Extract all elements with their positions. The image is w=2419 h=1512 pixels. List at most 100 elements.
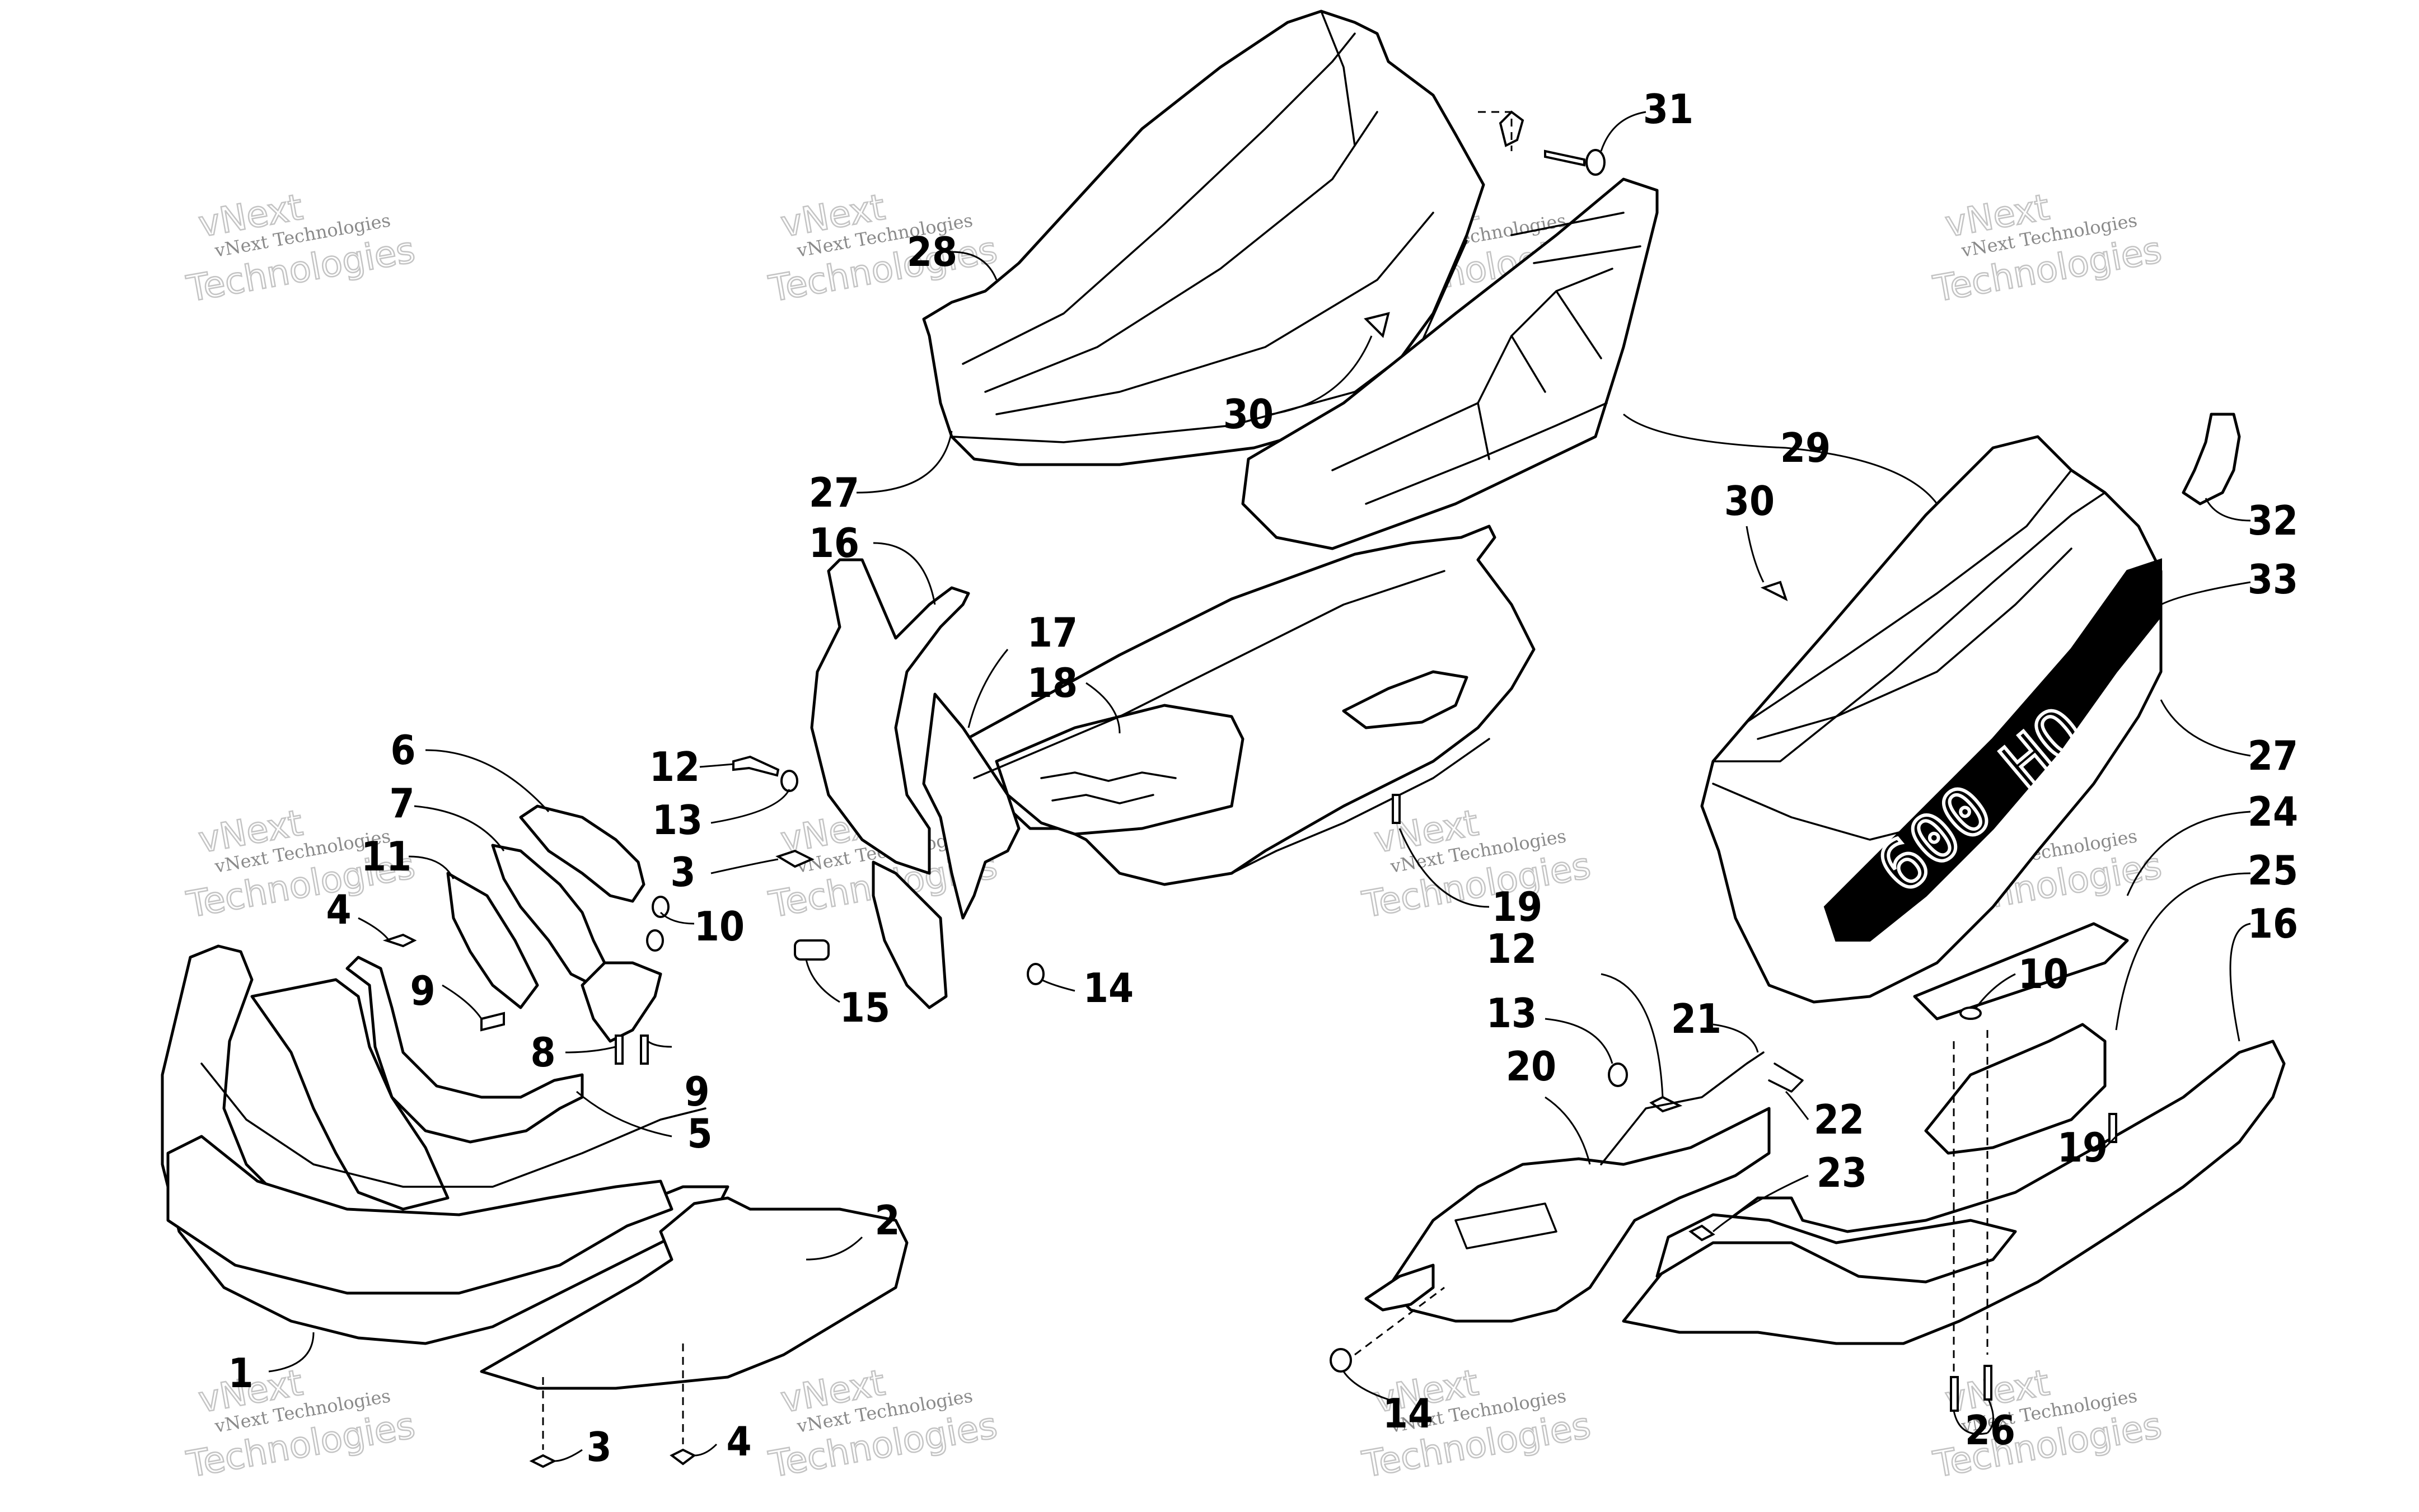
- callout-19-center: 19: [1492, 883, 1542, 930]
- leader-14-upper: [1041, 979, 1075, 992]
- leader-18: [1085, 682, 1121, 734]
- center-belly-assembly: [810, 525, 1536, 1009]
- rivet-9-a: [480, 1012, 505, 1032]
- top-hardware: [1364, 110, 1606, 338]
- leader-19-center: [1398, 828, 1490, 908]
- leader-15: [805, 959, 840, 1003]
- watermark: vNext vNext Technologies Technologies: [765, 1361, 1001, 1486]
- leader-28: [951, 251, 998, 280]
- leader-4-upper: [358, 917, 390, 941]
- hood-inner-line: [1757, 547, 2072, 740]
- clip-15: [794, 939, 830, 961]
- watermark: vNext vNext Technologies Technologies: [765, 186, 1001, 311]
- seat-pad: [1241, 177, 1659, 550]
- leader-29: [1623, 413, 1938, 504]
- callout-25: 25: [2248, 847, 2298, 894]
- callout-26: 26: [1965, 1407, 2015, 1454]
- panel-18: [995, 704, 1244, 836]
- side-panel-16: [810, 558, 970, 875]
- callout-13-upper: 13: [652, 797, 703, 844]
- leader-19-right: [2104, 1135, 2117, 1149]
- leader-2: [806, 1236, 863, 1261]
- callout-4-lower: 4: [726, 1418, 751, 1465]
- leader-9-a: [442, 984, 483, 1019]
- nut-14-upper: [1027, 963, 1045, 985]
- leader-6: [425, 749, 550, 813]
- left-hardware: [382, 896, 696, 1468]
- callout-14-lower: 14: [1383, 1390, 1433, 1437]
- bracket-24: [1913, 922, 2129, 1021]
- upper-shroud-ridge: [984, 111, 1378, 393]
- washer-13-upper: [780, 770, 798, 792]
- side-panel-20-label: [1454, 1202, 1557, 1249]
- callout-3-upper: 3: [670, 849, 695, 896]
- upper-shroud-ridge: [962, 32, 1356, 365]
- handle-32: [2182, 413, 2241, 505]
- center-hardware: [732, 755, 1401, 985]
- panel-15-bracket: [872, 860, 948, 1009]
- heat-shield-25: [1924, 1023, 2107, 1155]
- leader-4-lower: [694, 1443, 718, 1457]
- callout-12-upper: 12: [649, 743, 700, 790]
- bracket-31: [1499, 110, 1524, 147]
- upper-shroud: [922, 10, 1485, 466]
- hood-hardware: [1760, 413, 2241, 1021]
- leader-20: [1545, 1096, 1591, 1165]
- screw-31: [1544, 149, 1585, 167]
- hood-decal-33: [1823, 558, 2162, 942]
- washer-10-b: [646, 929, 664, 952]
- screw-3-upper: [775, 849, 815, 868]
- callout-9-b: 9: [684, 1068, 709, 1115]
- leader-16-right: [2229, 923, 2251, 1042]
- callout-32: 32: [2248, 497, 2298, 544]
- watermark: vNext vNext Technologies Technologies: [1930, 1361, 2165, 1486]
- callout-labels: 1 2 3 3 4 4 5 6 7 8 9 9 10 10 11 12 12 1…: [228, 86, 2298, 1471]
- air-duct: [1342, 670, 1468, 729]
- clip-30-upper: [1364, 312, 1390, 338]
- bracket-front-right: [1364, 1263, 1435, 1312]
- nut-14-lower: [1330, 1348, 1352, 1373]
- leader-12-upper: [699, 763, 734, 768]
- callout-18: 18: [1027, 659, 1078, 706]
- hood-assembly: 600 HO: [1700, 435, 2163, 1004]
- belly-pan-16-right: [1622, 1040, 2286, 1345]
- leader-9-b: [647, 1040, 672, 1048]
- leader-33: [2160, 581, 2251, 606]
- right-belly-assembly: [1364, 1023, 2286, 1345]
- rod-21: [1600, 1051, 1765, 1165]
- washer-10-right: [1959, 1007, 1982, 1020]
- callout-21: 21: [1671, 995, 1721, 1042]
- seat-pad-panel: [1477, 290, 1602, 460]
- pin-22: [1768, 1062, 1804, 1093]
- callout-24: 24: [2248, 788, 2298, 835]
- front-bumper: [166, 1135, 673, 1295]
- clip-30-lower: [1760, 581, 1788, 601]
- panel-18-texture: [1040, 771, 1177, 804]
- callout-11: 11: [361, 833, 411, 880]
- leader-27-upper: [856, 430, 953, 494]
- lens-11: [446, 872, 539, 1009]
- callout-16-upper: 16: [809, 519, 859, 567]
- rivet-8: [615, 1034, 624, 1065]
- rivet-9-b: [640, 1034, 649, 1065]
- hood-windshield-frame: [1746, 469, 2072, 723]
- seat-pad-outline: [1241, 177, 1659, 550]
- belly-pan-edge: [1230, 738, 1490, 874]
- callout-27-upper: 27: [809, 469, 859, 516]
- inner-nose: [250, 978, 450, 1211]
- callout-12-lower: 12: [1486, 925, 1537, 972]
- upper-shroud-ridge: [995, 212, 1434, 415]
- leader-24: [2126, 811, 2251, 896]
- callout-16-right: 16: [2248, 900, 2298, 947]
- callout-7: 7: [389, 780, 414, 827]
- leader-1: [268, 1332, 315, 1373]
- screw-12-upper: [732, 755, 780, 777]
- callout-28: 28: [907, 228, 957, 275]
- screw-4-lower: [670, 1448, 696, 1466]
- callout-3-lower: 3: [586, 1424, 611, 1471]
- callout-8: 8: [530, 1029, 555, 1076]
- front-nose-assembly: [161, 804, 909, 1390]
- callout-9-a: 9: [410, 967, 435, 1014]
- leader-3-lower: [554, 1449, 583, 1462]
- hood-body-27: [1700, 435, 2163, 1004]
